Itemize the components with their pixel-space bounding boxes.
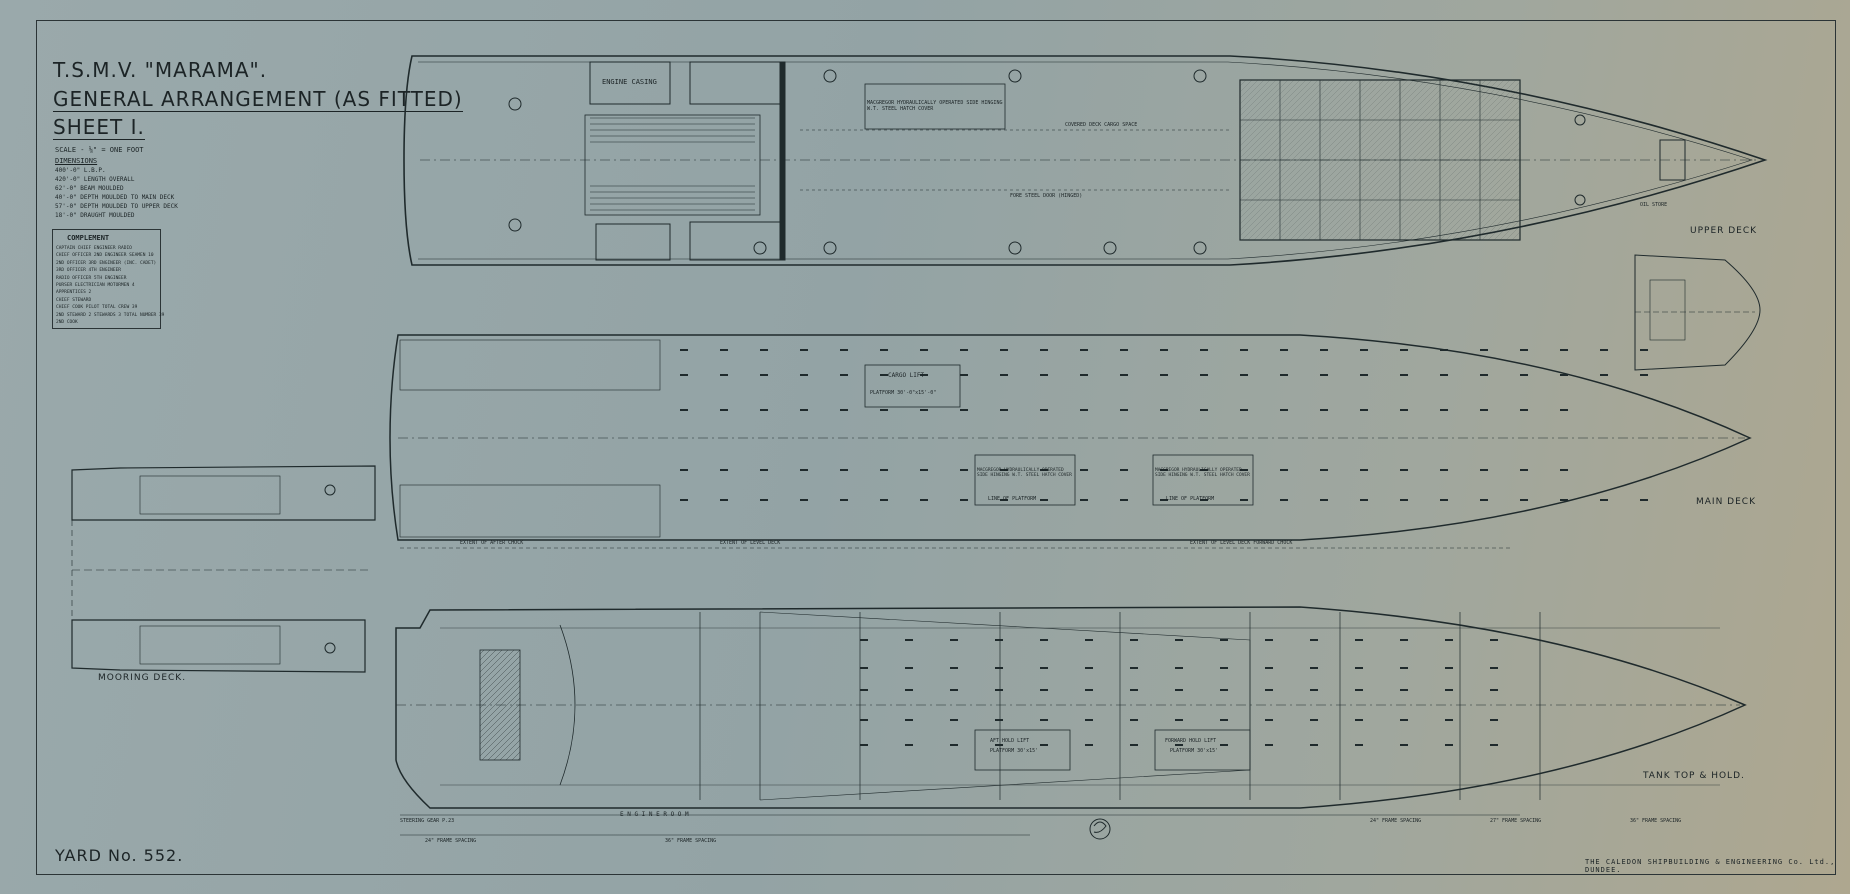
forecastle-inset <box>1634 254 1761 371</box>
main-hatch-note-aft: MACGREGOR HYDRAULICALLY OPERATED SIDE HI… <box>977 468 1072 478</box>
complement-row: PURSER ELECTRICIAN MOTORMEN 4 <box>56 283 135 288</box>
dimension-row: 400'-0" L.B.P. <box>55 167 106 174</box>
tank-top-plan <box>395 606 1747 840</box>
frame-spacing-mid: 36" FRAME SPACING <box>665 838 717 844</box>
frame-spacing-fwd-24: 24" FRAME SPACING <box>1370 818 1422 824</box>
complement-row: 2ND COOK <box>56 320 78 325</box>
complement-heading: COMPLEMENT <box>67 234 110 242</box>
cargo-space-note: COVERED DECK CARGO SPACE <box>1065 122 1138 128</box>
forward-hold-lift-note: FORWARD HOLD LIFT <box>1165 738 1217 744</box>
yard-number: YARD No. 552. <box>55 846 184 865</box>
complement-row: CHIEF COOK PILOT TOTAL CREW 39 <box>56 305 138 311</box>
dimension-row: 18'-0" DRAUGHT MOULDED <box>55 212 135 219</box>
tank-top-label: TANK TOP & HOLD. <box>1643 771 1745 781</box>
cargo-lift-platform: PLATFORM 30'-0"x15'-0" <box>870 390 937 396</box>
extent-after-chock: EXTENT OF AFTER CHOCK <box>460 540 524 546</box>
forward-hold-platform: PLATFORM 30'x15' <box>1170 748 1219 754</box>
mooring-deck-plan <box>71 465 376 673</box>
complement-row: RADIO OFFICER 5TH ENGINEER <box>56 275 127 281</box>
drawing-border <box>36 20 1836 875</box>
sheet-number: SHEET I. <box>53 115 145 140</box>
cargo-lift-note: CARGO LIFT <box>888 372 925 379</box>
steering-gear-note: STEERING GEAR P.23 <box>400 818 455 824</box>
scale-note: SCALE - ⅛" = ONE FOOT <box>55 146 144 154</box>
upper-deck-plan <box>403 55 1768 266</box>
main-deck-plan <box>389 334 1752 549</box>
oil-store-note: OIL STORE <box>1640 202 1668 208</box>
extent-level-deck: EXTENT OF LEVEL DECK <box>720 540 781 546</box>
engine-room-note: E N G I N E R O O M <box>620 811 689 818</box>
complement-row: CAPTAIN CHIEF ENGINEER RADIO <box>56 246 132 251</box>
dimension-row: 40'-0" DEPTH MOULDED TO MAIN DECK <box>55 194 175 201</box>
dimension-row: 62'-0" BEAM MOULDED <box>55 185 124 192</box>
dimensions-heading: DIMENSIONS <box>55 157 98 165</box>
ship-title: T.S.M.V. "MARAMA". <box>53 58 268 82</box>
complement-row: 2ND STEWARD 2 STEWARDS 3 TOTAL NUMBER 39 <box>56 312 165 318</box>
line-platform-aft: LINE OF PLATFORM <box>988 496 1037 502</box>
drawing-title: GENERAL ARRANGEMENT (AS FITTED) <box>53 87 463 112</box>
complement-row: APPRENTICES 2 <box>56 290 92 296</box>
complement-row: 2ND OFFICER 3RD ENGINEER (INC. CADET) <box>56 260 157 266</box>
frame-spacing-fwd-27: 27" FRAME SPACING <box>1490 818 1542 824</box>
dimension-row: 57'-0" DEPTH MOULDED TO UPPER DECK <box>55 203 178 210</box>
aft-hold-platform: PLATFORM 30'x15' <box>990 748 1039 754</box>
main-hatch-note-fwd: MACGREGOR HYDRAULICALLY OPERATED SIDE HI… <box>1155 468 1250 478</box>
upper-deck-label: UPPER DECK <box>1690 226 1758 236</box>
dimension-row: 420'-0" LENGTH OVERALL <box>55 176 135 183</box>
mooring-deck-label: MOORING DECK. <box>98 673 187 683</box>
complement-row: CHIEF OFFICER 2ND ENGINEER SEAMEN 10 <box>56 253 154 259</box>
main-deck-label: MAIN DECK <box>1696 497 1756 507</box>
fore-door-note: FORE STEEL DOOR (HINGED) <box>1010 193 1083 199</box>
complement-row: 3RD OFFICER 4TH ENGINEER <box>56 268 122 274</box>
engine-casing-note: ENGINE CASING <box>602 78 657 86</box>
aft-hold-lift-note: AFT HOLD LIFT <box>990 738 1030 744</box>
builder-name: THE CALEDON SHIPBUILDING & ENGINEERING C… <box>1585 858 1836 874</box>
frame-spacing-fwd-36: 36" FRAME SPACING <box>1630 818 1682 824</box>
extent-forward-chock: EXTENT OF LEVEL DECK FORWARD CHOCK <box>1190 540 1293 546</box>
complement-table: COMPLEMENT CAPTAIN CHIEF ENGINEER RADIO C… <box>52 229 165 329</box>
line-platform-fwd: LINE OF PLATFORM <box>1166 496 1215 502</box>
frame-spacing-aft: 24" FRAME SPACING <box>425 838 477 844</box>
complement-row: CHIEF STEWARD <box>56 297 92 303</box>
upper-hatch-note: MACGREGOR HYDRAULICALLY OPERATED SIDE HI… <box>867 100 1003 112</box>
